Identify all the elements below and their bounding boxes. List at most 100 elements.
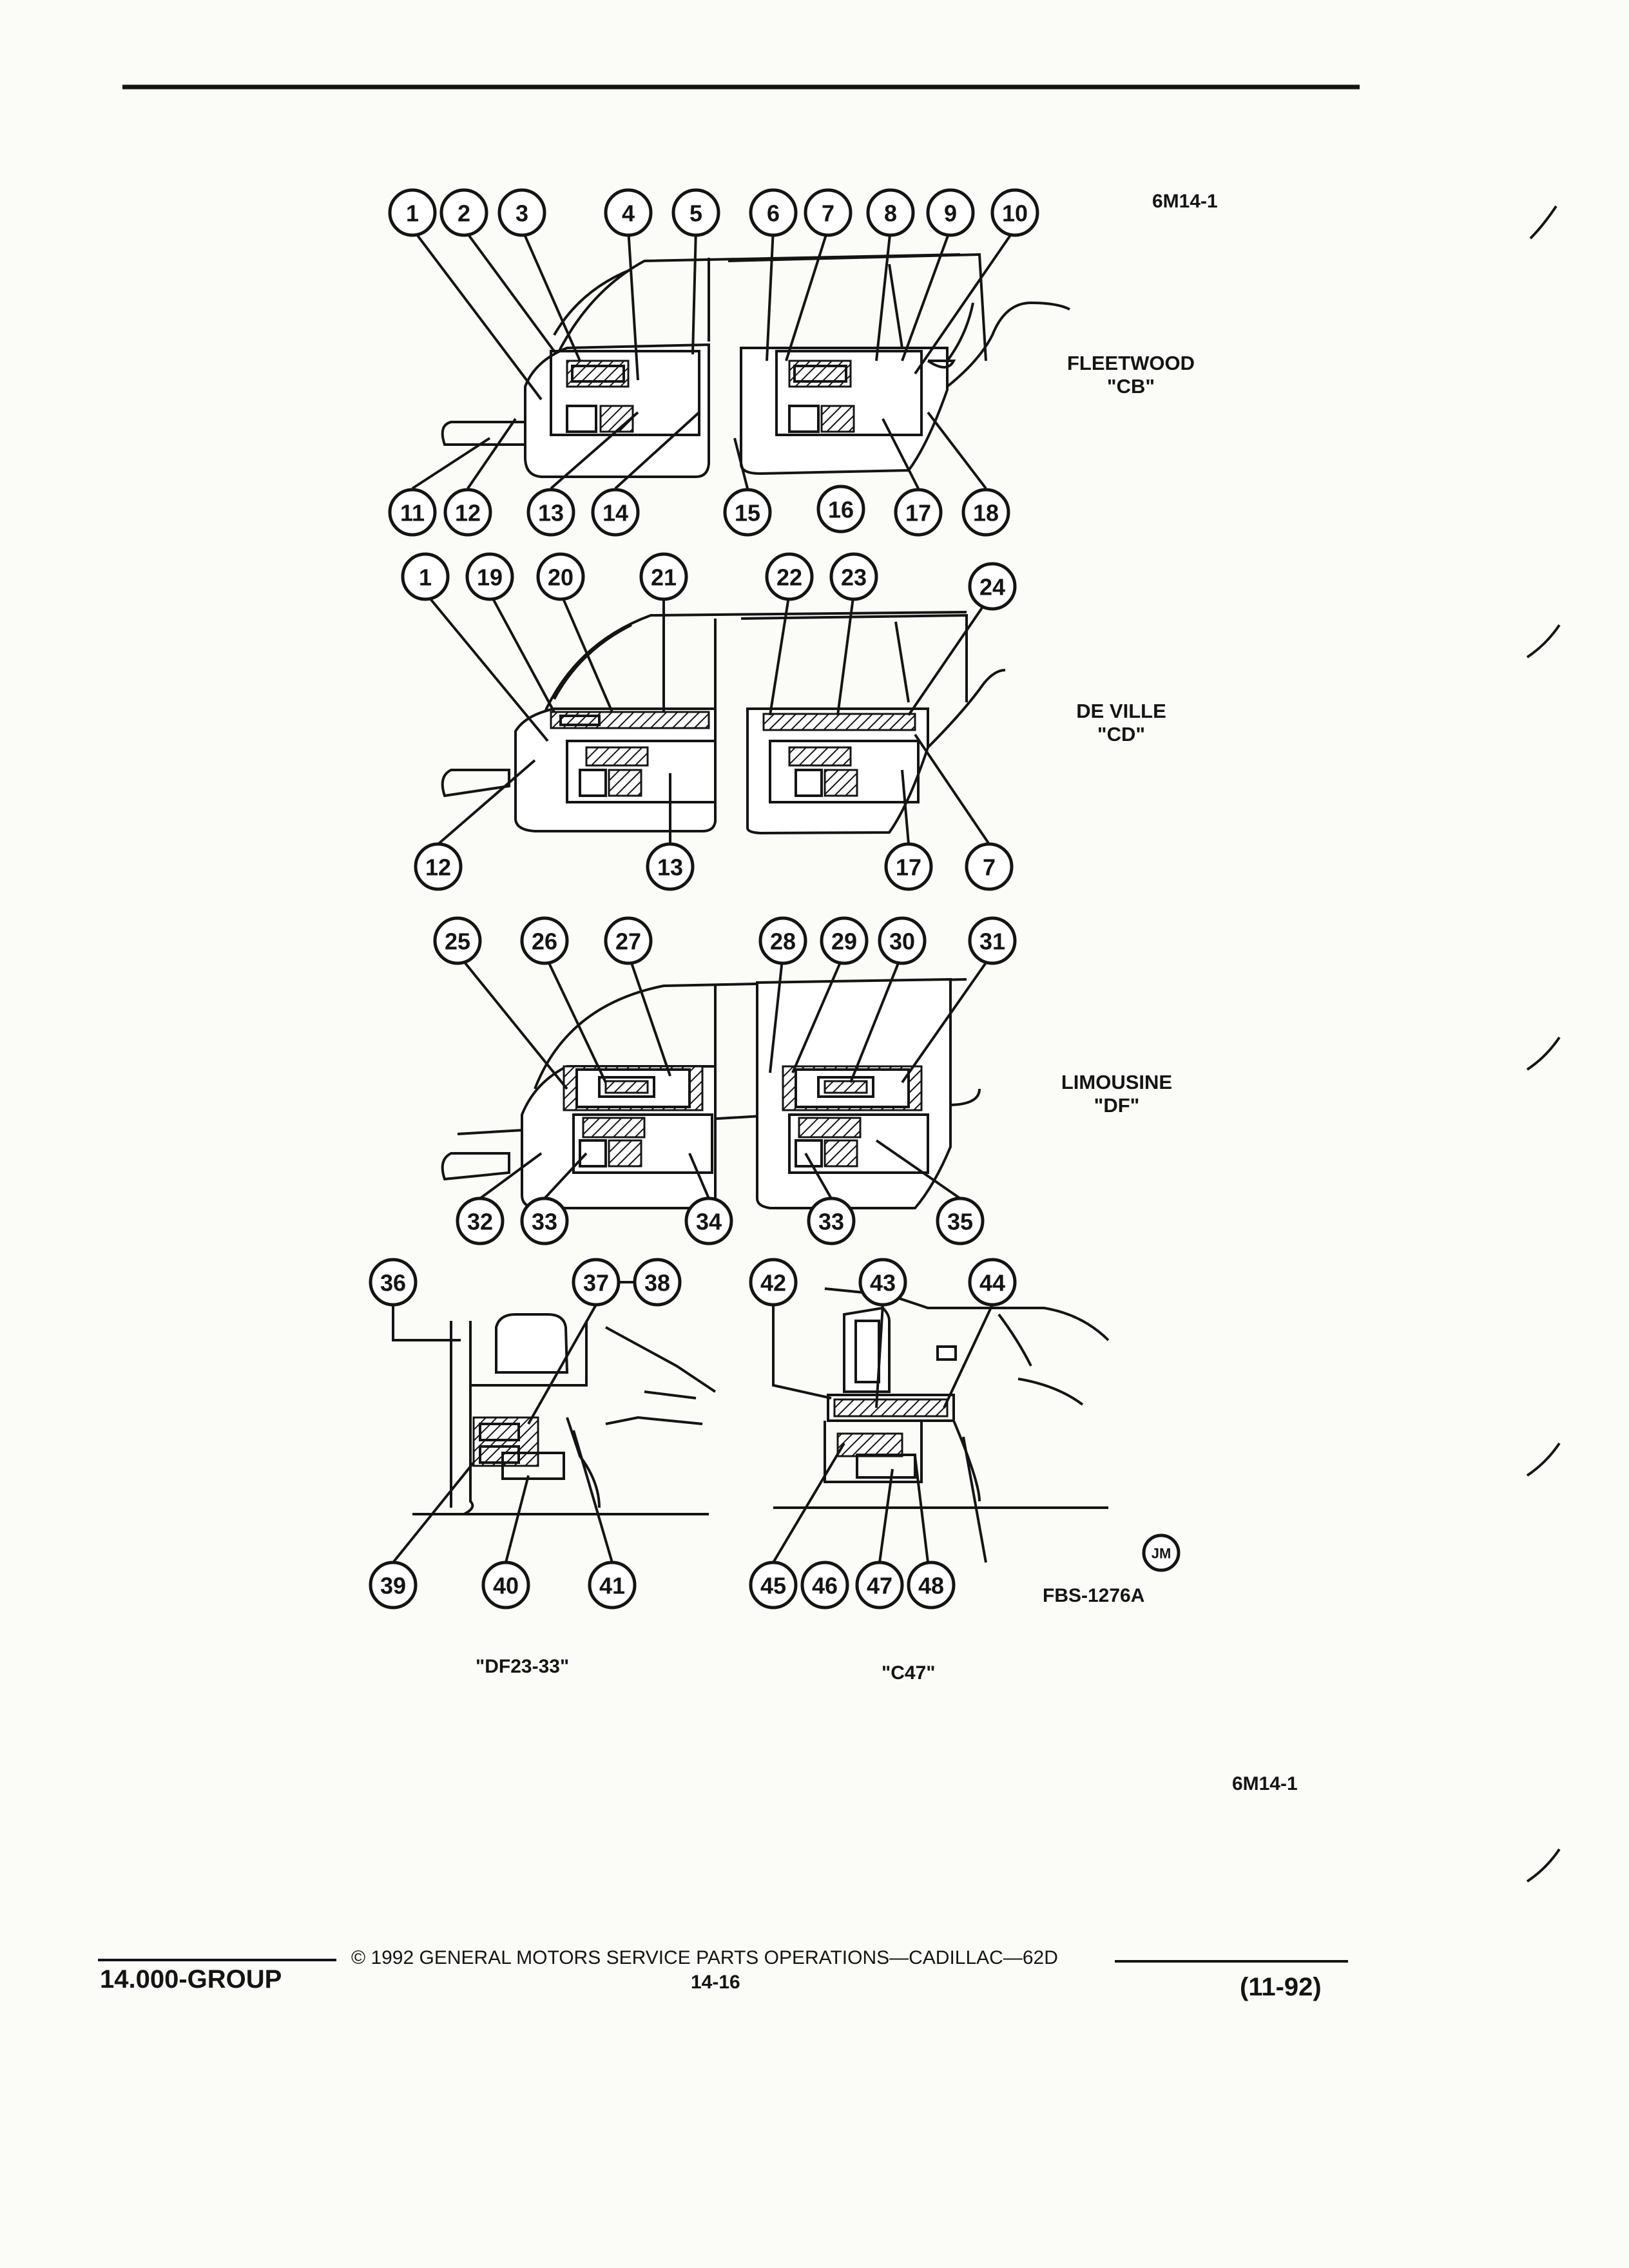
- callout-number: 27: [615, 928, 641, 955]
- callout-c47-43: 43: [858, 1258, 907, 1307]
- callout-circle: [804, 188, 853, 237]
- fbs-code: FBS-1276A: [1043, 1585, 1145, 1606]
- callout-circle: [684, 1196, 733, 1245]
- callout-deville-17: 17: [884, 842, 933, 891]
- fleetwood-name: FLEETWOOD: [1066, 352, 1195, 374]
- callout-number: 43: [870, 1270, 896, 1296]
- callout-circle: [749, 1561, 798, 1610]
- callout-circle: [749, 188, 798, 237]
- callout-fleetwood-1: 1: [388, 188, 437, 237]
- callout-limousine-28: 28: [758, 916, 807, 965]
- callout-number: 7: [822, 200, 834, 227]
- callout-limousine-29: 29: [820, 916, 869, 965]
- callout-circle: [439, 188, 488, 237]
- callout-circle: [433, 916, 482, 965]
- jm-mark-text: JM: [1152, 1546, 1171, 1562]
- callout-circle: [481, 1561, 530, 1610]
- callout-circle: [671, 188, 720, 237]
- callout-number: 21: [651, 564, 677, 591]
- callout-number: 3: [516, 200, 528, 227]
- callout-df23-40: 40: [481, 1561, 530, 1610]
- limousine-code: "DF": [1094, 1094, 1140, 1117]
- callout-number: 13: [538, 500, 564, 526]
- callout-df23-39: 39: [369, 1561, 418, 1610]
- panel-label-deville: DE VILLE "CD": [1057, 700, 1186, 746]
- callout-number: 38: [644, 1270, 670, 1296]
- footer-copyright: © 1992 GENERAL MOTORS SERVICE PARTS OPER…: [351, 1947, 1058, 1968]
- callout-deville-13: 13: [646, 842, 695, 891]
- callout-limousine-35: 35: [936, 1196, 985, 1245]
- callout-number: 48: [918, 1573, 944, 1599]
- c47-label: "C47": [882, 1662, 936, 1684]
- callout-circle: [961, 488, 1010, 537]
- callout-fleetwood-14: 14: [591, 488, 640, 537]
- limousine-name: LIMOUSINE: [1061, 1071, 1173, 1093]
- callout-limousine-27: 27: [604, 916, 653, 965]
- callout-number: 46: [812, 1573, 838, 1599]
- callout-fleetwood-2: 2: [439, 188, 488, 237]
- callout-number: 6: [767, 200, 780, 227]
- callout-number: 35: [947, 1209, 973, 1235]
- callout-circle: [829, 552, 878, 601]
- callout-circle: [388, 188, 437, 237]
- callout-number: 45: [760, 1573, 786, 1599]
- callout-circle: [588, 1561, 637, 1610]
- callout-deville-24: 24: [968, 562, 1017, 611]
- callout-number: 12: [455, 500, 481, 526]
- callout-circle: [456, 1196, 505, 1245]
- callout-c47-44: 44: [968, 1258, 1017, 1307]
- callout-fleetwood-5: 5: [671, 188, 720, 237]
- callout-deville-21: 21: [639, 552, 688, 601]
- callout-fleetwood-7: 7: [804, 188, 853, 237]
- callout-number: 5: [689, 200, 702, 227]
- callout-number: 30: [889, 928, 915, 955]
- callout-fleetwood-8: 8: [866, 188, 915, 237]
- callout-circle: [858, 1258, 907, 1307]
- figure-code-bottom: 6M14-1: [1232, 1773, 1298, 1794]
- callout-fleetwood-12: 12: [443, 488, 492, 537]
- callout-circle: [465, 552, 514, 601]
- callout-number: 42: [760, 1270, 786, 1296]
- callout-circle: [443, 488, 492, 537]
- callout-df23-38: 38: [633, 1258, 682, 1307]
- fleetwood-code: "CB": [1106, 375, 1155, 398]
- callout-limousine-31: 31: [968, 916, 1017, 965]
- callout-circle: [990, 188, 1039, 237]
- callout-circle: [878, 916, 927, 965]
- callout-circle: [968, 562, 1017, 611]
- callout-number: 47: [867, 1573, 892, 1599]
- callout-circle: [604, 188, 653, 237]
- callout-c47-42: 42: [749, 1258, 798, 1307]
- callout-circle: [633, 1258, 682, 1307]
- callout-leaders: [392, 227, 1016, 1564]
- callout-fleetwood-10: 10: [990, 188, 1039, 237]
- callout-circle: [968, 916, 1017, 965]
- footer-rule-left: [98, 1959, 336, 1961]
- deville-name: DE VILLE: [1076, 700, 1166, 722]
- callout-number: 33: [818, 1209, 844, 1235]
- callout-number: 34: [696, 1209, 722, 1235]
- callout-fleetwood-11: 11: [388, 488, 437, 537]
- binder-marks: [1526, 205, 1561, 1883]
- callout-number: 25: [445, 928, 470, 955]
- callout-circle: [723, 488, 772, 537]
- callout-deville-23: 23: [829, 552, 878, 601]
- callout-circle: [369, 1258, 418, 1307]
- callout-number: 11: [400, 500, 425, 526]
- callout-number: 44: [979, 1270, 1005, 1296]
- callout-limousine-25: 25: [433, 916, 482, 965]
- callout-fleetwood-4: 4: [604, 188, 653, 237]
- callout-fleetwood-16: 16: [816, 485, 865, 533]
- callout-limousine-30: 30: [878, 916, 927, 965]
- callout-deville-20: 20: [536, 552, 585, 601]
- callout-circle: [572, 1258, 621, 1307]
- callout-limousine-32: 32: [456, 1196, 505, 1245]
- callout-circle: [907, 1561, 956, 1610]
- callout-circle: [765, 552, 814, 601]
- callout-number: 20: [548, 564, 574, 591]
- callout-fleetwood-18: 18: [961, 488, 1010, 537]
- callout-circle: [816, 485, 865, 533]
- callout-number: 33: [532, 1209, 557, 1235]
- callout-df23-37: 37: [572, 1258, 621, 1307]
